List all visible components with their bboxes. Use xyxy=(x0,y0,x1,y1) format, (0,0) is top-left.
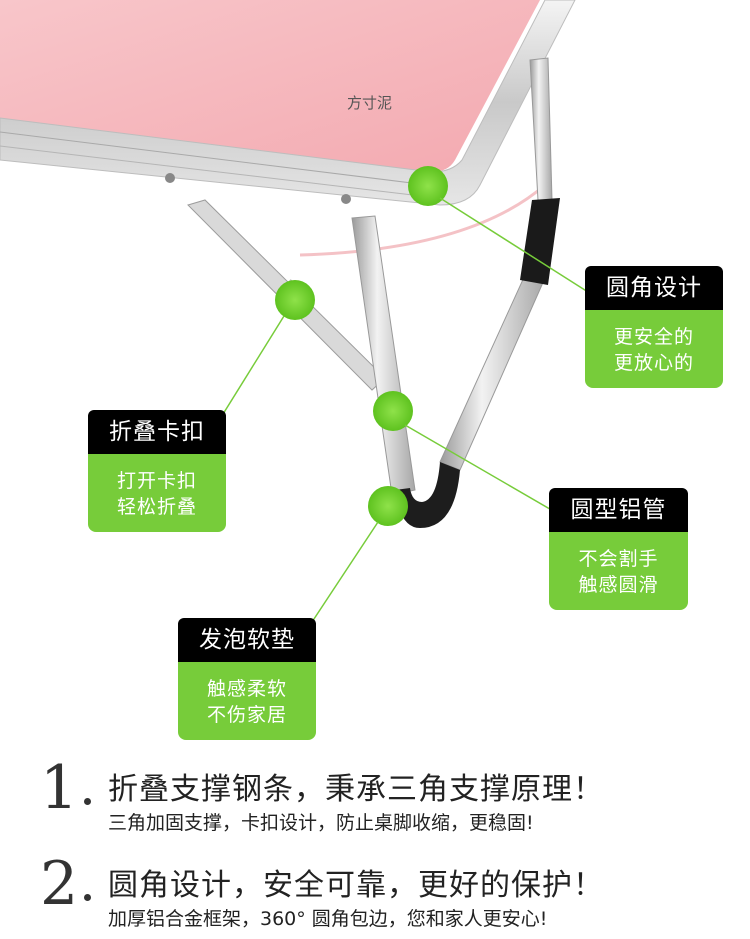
foam-sleeve xyxy=(520,198,560,285)
leader-line xyxy=(309,521,379,626)
callout-line: 不会割手 xyxy=(578,548,659,570)
highlight-dot-tube xyxy=(373,391,413,431)
callout-line: 打开卡扣 xyxy=(116,470,197,492)
callout-foam-pad: 发泡软垫 触感柔软 不伤家居 xyxy=(178,618,316,740)
callout-body: 触感柔软 不伤家居 xyxy=(178,662,316,740)
right-leg xyxy=(439,57,560,471)
callout-body: 打开卡扣 轻松折叠 xyxy=(88,454,226,532)
feature-desc: 加厚铝合金框架，360° 圆角包边，您和家人更安心! xyxy=(108,908,548,930)
product-illustration xyxy=(0,0,589,626)
callout-body: 更安全的 更放心的 xyxy=(585,310,723,388)
callout-line: 不伤家居 xyxy=(206,704,287,726)
dot-icon xyxy=(84,894,91,901)
highlight-dot-corner xyxy=(408,166,448,206)
callout-body: 不会割手 触感圆滑 xyxy=(549,532,688,610)
screw-icon xyxy=(341,194,351,204)
callout-rounded-corner: 圆角设计 更安全的 更放心的 xyxy=(585,266,723,388)
callout-line: 触感圆滑 xyxy=(578,574,659,596)
callout-line: 更安全的 xyxy=(613,326,694,348)
screw-icon xyxy=(165,173,175,183)
feature-number: 1 xyxy=(40,753,79,823)
highlight-dot-clip xyxy=(275,280,315,320)
rotation-arc xyxy=(299,183,546,257)
callout-title: 发泡软垫 xyxy=(178,618,316,662)
table-top xyxy=(0,0,576,206)
callout-line: 轻松折叠 xyxy=(116,496,197,518)
feature-number: 2 xyxy=(40,849,79,919)
feature-title: 圆角设计，安全可靠，更好的保护！ xyxy=(108,868,604,903)
callout-line: 更放心的 xyxy=(613,352,694,374)
callout-title: 圆型铝管 xyxy=(549,488,688,532)
highlight-dot-pad xyxy=(368,486,408,526)
callout-folding-clip: 折叠卡扣 打开卡扣 轻松折叠 xyxy=(88,410,226,532)
feature-desc: 三角加固支撑，卡扣设计，防止桌脚收缩，更稳固! xyxy=(108,812,534,834)
feature-title: 折叠支撑钢条，秉承三角支撑原理！ xyxy=(108,772,604,807)
callout-title: 圆角设计 xyxy=(585,266,723,310)
dot-icon xyxy=(84,798,91,805)
watermark-text: 方寸泥 xyxy=(347,94,393,112)
callout-title: 折叠卡扣 xyxy=(88,410,226,454)
callout-round-tube: 圆型铝管 不会割手 触感圆滑 xyxy=(549,488,688,610)
callout-line: 触感柔软 xyxy=(206,678,287,700)
foam-pad xyxy=(395,462,460,528)
leader-line xyxy=(439,197,589,293)
leader-line xyxy=(404,424,556,513)
